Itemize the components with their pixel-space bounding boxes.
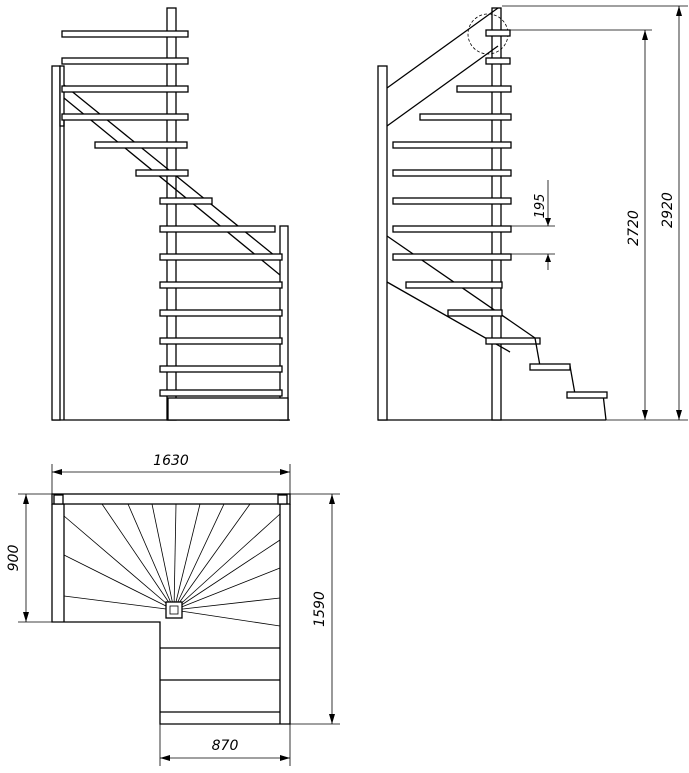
plan-depth-right-dimension: 1590	[290, 493, 340, 725]
front-elevation	[51, 7, 290, 421]
plan-depth-left-label: 900	[6, 545, 22, 572]
side-elevation: 195 2720 2920	[377, 5, 688, 421]
plan-width-dimension: 1630	[51, 453, 291, 494]
plan-width-label: 1630	[153, 453, 189, 469]
inner-height-label: 2720	[626, 210, 642, 246]
front-upper-treads	[61, 30, 276, 233]
total-height-label: 2920	[660, 192, 676, 228]
plan-bottom-width-dimension: 870	[159, 724, 291, 766]
side-bottom-steps	[534, 337, 607, 421]
total-height-dimension: 2920	[502, 5, 688, 420]
side-left-post	[377, 65, 388, 421]
plan-view: 1630 900 1590 870	[6, 453, 340, 766]
plan-depth-left-dimension: 900	[6, 493, 52, 623]
inner-height-dimension: 2720	[510, 29, 688, 421]
riser-dimension: 195	[511, 180, 555, 270]
side-treads	[392, 29, 541, 345]
plan-left-post	[53, 494, 64, 505]
front-lower-treads	[159, 253, 283, 397]
plan-right-post	[277, 494, 288, 505]
plan-center-post	[165, 601, 183, 619]
plan-bottom-width-label: 870	[212, 738, 239, 754]
riser-label: 195	[533, 194, 548, 219]
winder-treads	[63, 503, 281, 627]
plan-depth-right-label: 1590	[312, 591, 328, 627]
front-left-post	[51, 65, 61, 421]
side-center-post	[491, 7, 502, 421]
front-center-post	[166, 7, 177, 421]
